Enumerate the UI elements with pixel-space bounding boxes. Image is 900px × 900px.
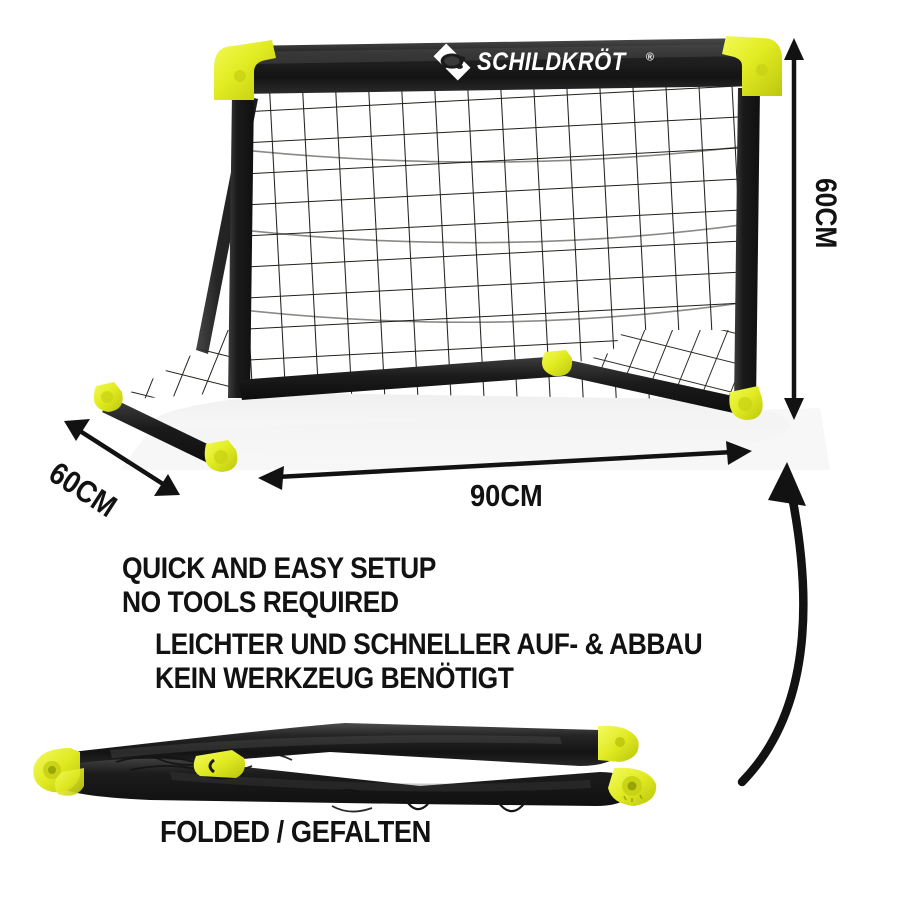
folded-straps	[405, 793, 528, 813]
brand-registered-mark: ®	[645, 51, 655, 64]
width-dimension-arrow	[276, 449, 734, 480]
folded-cap-left-lower	[54, 768, 84, 796]
brand-wordmark: SCHILDKRÖT ®	[477, 48, 655, 77]
feature-line-de-1: LEICHTER UND SCHNELLER AUF- & ABBAU	[155, 628, 703, 661]
width-dimension-label: 90CM	[470, 478, 543, 513]
goal-bar-top	[236, 38, 760, 94]
depth-dimension-arrow	[78, 429, 165, 486]
goal-bar-left-depth	[102, 398, 224, 466]
goal-corner-top-left	[214, 40, 276, 100]
feature-line-en-2: NO TOOLS REQUIRED	[122, 586, 399, 619]
feature-line-en-1: QUICK AND EASY SETUP	[122, 552, 436, 585]
brand-logo	[433, 43, 471, 81]
goal-joint-bottom-center	[542, 350, 573, 377]
goal-bar-right-post	[734, 88, 760, 404]
brand-name: SCHILDKRÖT	[477, 48, 626, 76]
feature-line-de-2: KEIN WERKZEUG BENÖTIGT	[155, 662, 514, 695]
goal-corner-top-right	[722, 36, 782, 96]
transform-curved-arrow	[737, 481, 808, 787]
goal-bar-bottom-front	[238, 356, 566, 400]
goal-bar-right-depth	[556, 358, 742, 414]
folded-center-clip	[193, 750, 245, 778]
goal-bar-left-post	[228, 92, 254, 398]
folded-caption: FOLDED / GEFALTEN	[160, 814, 431, 849]
